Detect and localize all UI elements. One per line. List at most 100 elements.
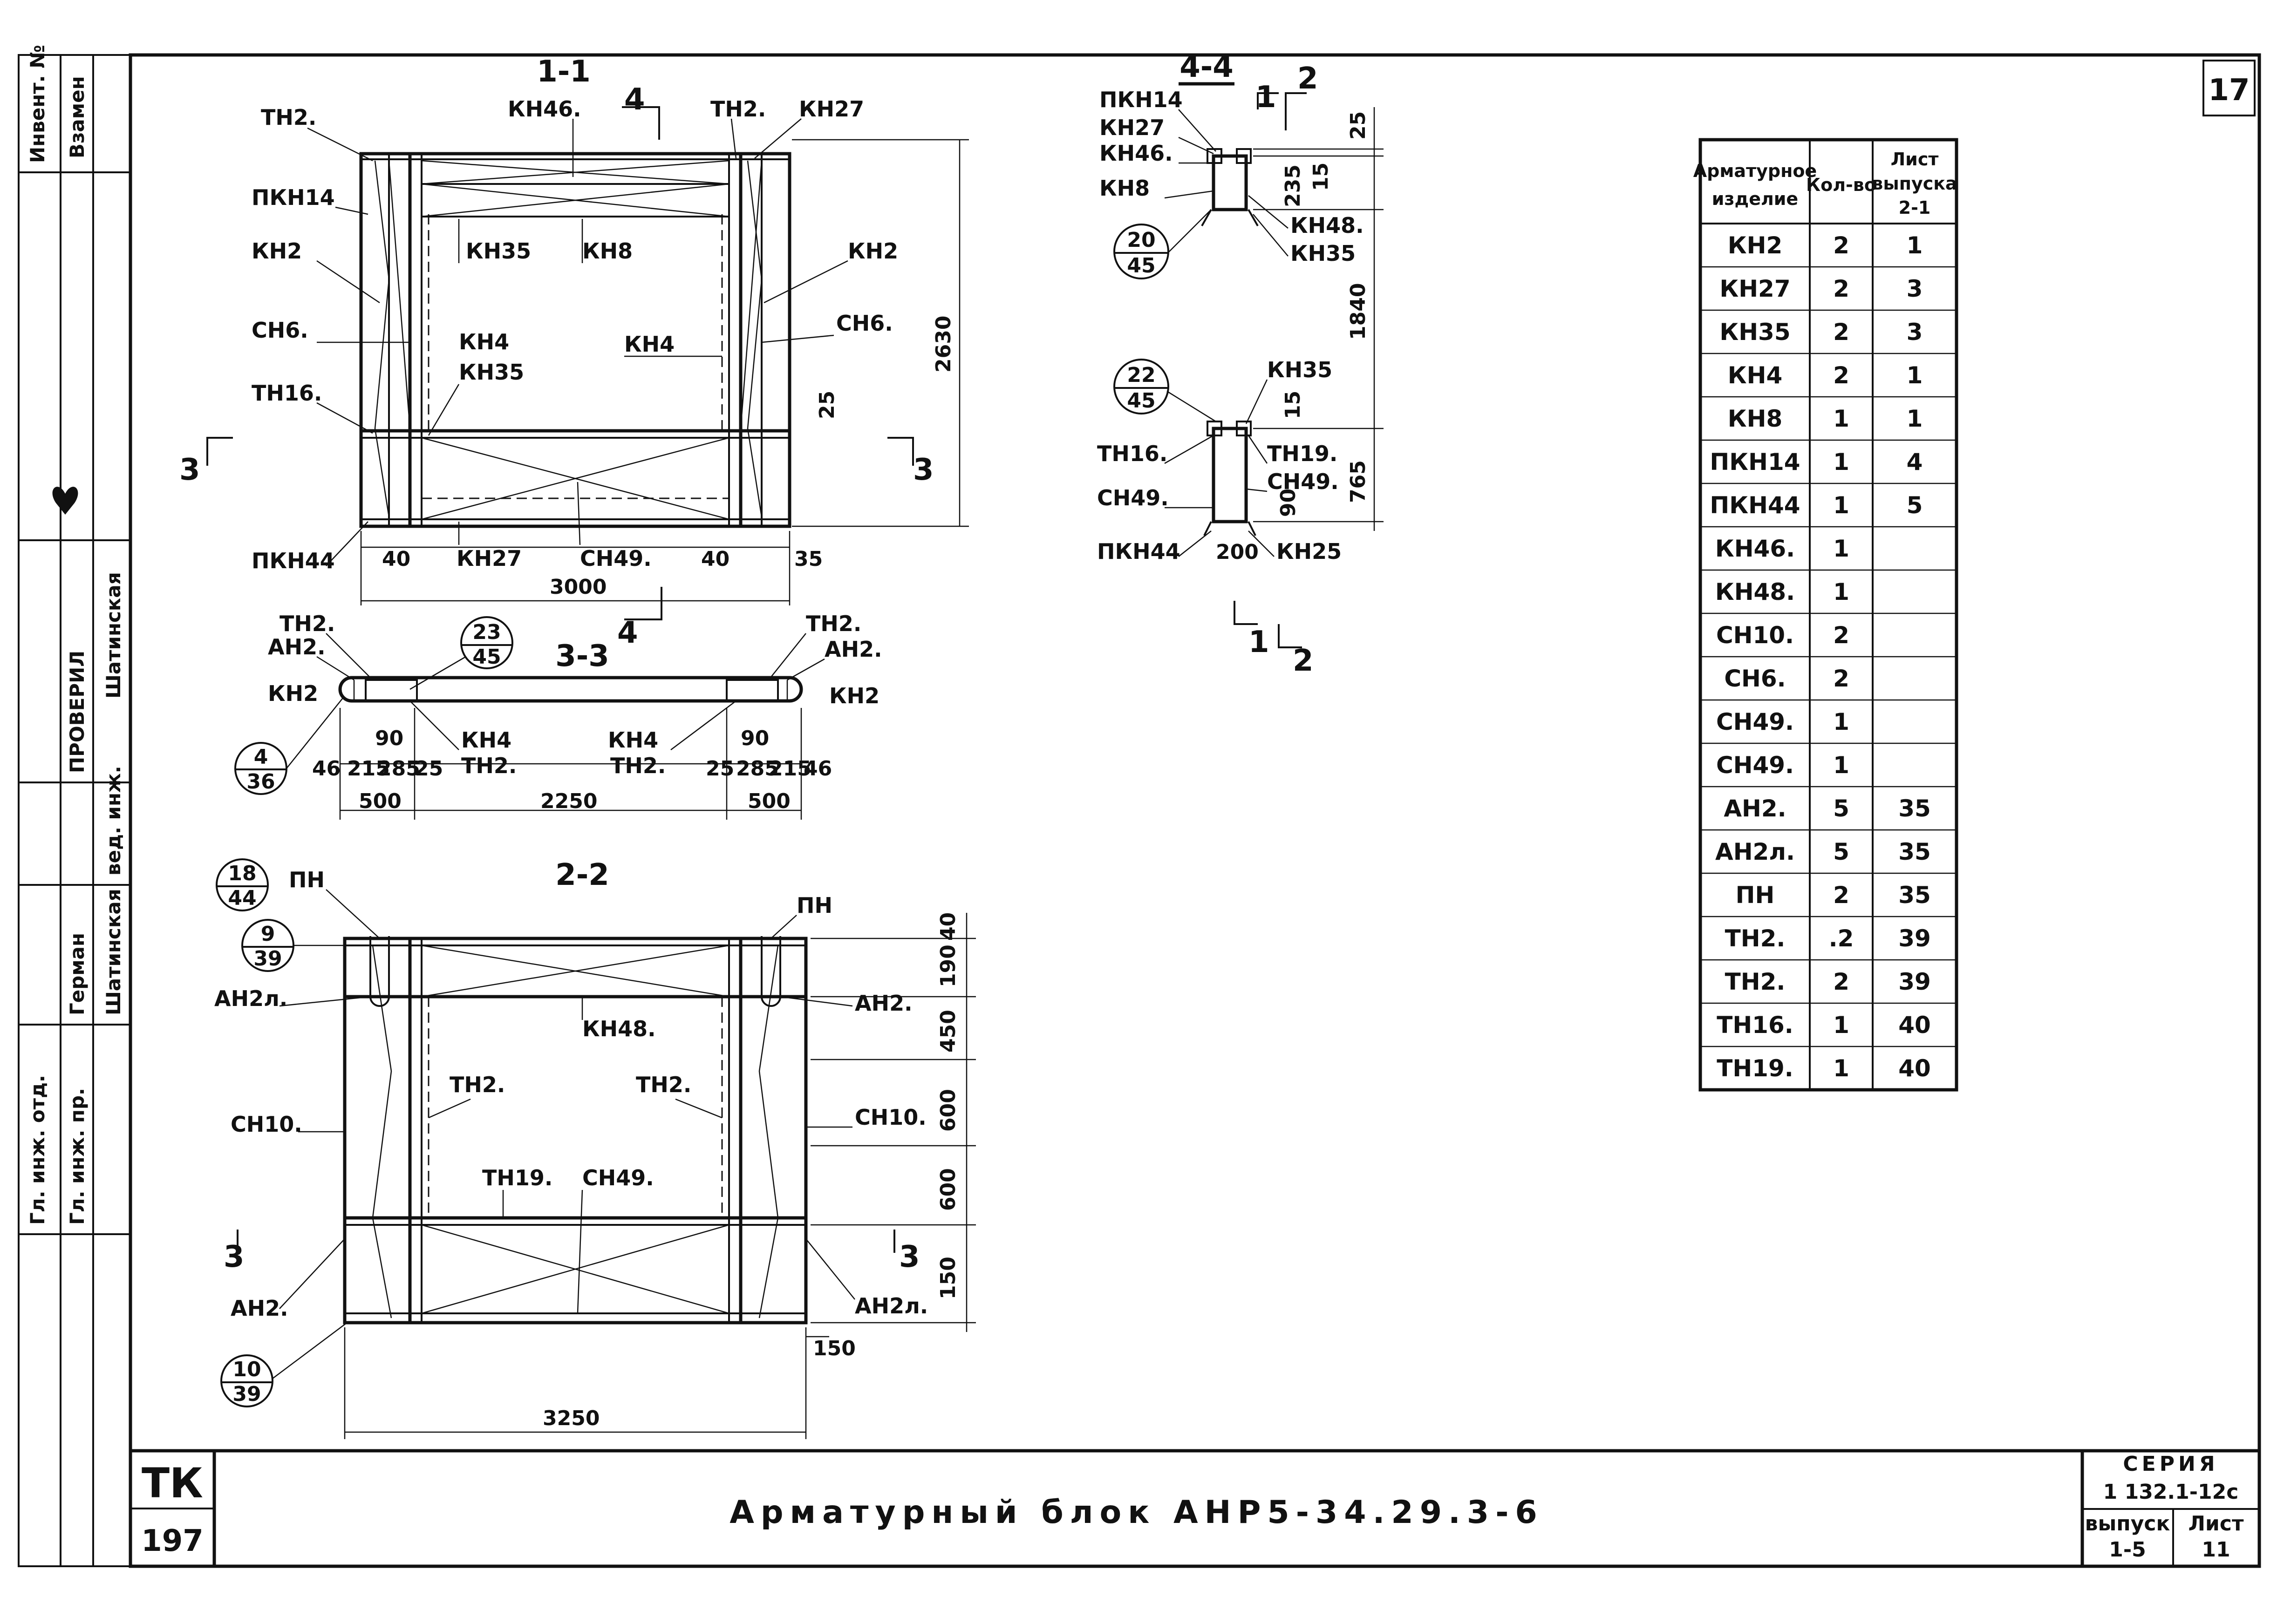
- v44-callout-20: 20: [1127, 228, 1155, 252]
- v44-label-kn46: КН46.: [1099, 141, 1173, 166]
- table-cell: 2: [1833, 968, 1849, 995]
- table-cell: 2: [1833, 882, 1849, 909]
- cut-mark-3-l22: 3: [224, 1240, 245, 1274]
- v44-label-cn49-r: СН49.: [1267, 469, 1339, 494]
- specification-table: АрматурноеизделиеКол-воЛиствыпуска2-1КН2…: [1693, 138, 1958, 1092]
- v33-dim-90-l: 90: [375, 727, 403, 750]
- v11-label-tn16: ТН16.: [252, 381, 322, 406]
- v11-label-kn4-left: КН4: [459, 329, 509, 354]
- view-section-1-1: 1-1 ТН2. КН46. ТН2. КН2: [179, 54, 969, 650]
- table-cell: ПКН44: [1710, 492, 1800, 519]
- cut-mark-3-right: 3: [913, 453, 934, 487]
- table-cell: 35: [1898, 838, 1931, 865]
- table-cell: 5: [1907, 492, 1923, 519]
- table-cell: ТН16.: [1717, 1012, 1793, 1039]
- table-cell: КН46.: [1715, 535, 1795, 562]
- v11-label-kn35-mid: КН35: [459, 360, 524, 385]
- v22-callout-39b: 39: [232, 1382, 261, 1406]
- v44-dim-15b: 15: [1281, 391, 1305, 419]
- v11-label-cn6-right: СН6.: [836, 311, 893, 336]
- v11-dim-2630: 2630: [932, 316, 955, 373]
- table-cell: 2: [1833, 362, 1849, 389]
- table-cell: 1: [1907, 362, 1923, 389]
- strip-vzamen-label: Взамен: [66, 76, 89, 158]
- table-cell: ПН: [1736, 882, 1775, 909]
- v22-dim-600b: 600: [936, 1168, 960, 1211]
- v33-label-tn2-bl: ТН2.: [461, 753, 517, 778]
- v44-label-tn16: ТН16.: [1097, 441, 1167, 466]
- v44-callout-45a: 45: [1127, 254, 1155, 278]
- table-header-item: Арматурное: [1693, 161, 1817, 181]
- bottom-stamp: ТК 197 Арматурный блок АНР5-34.29.3-6 СЕ…: [141, 1452, 2244, 1562]
- v44-dim-15a: 15: [1309, 163, 1333, 191]
- v11-dim-3000: 3000: [550, 575, 607, 599]
- table-cell: 2: [1833, 232, 1849, 259]
- v33-dim-215-l: 215: [347, 757, 390, 781]
- strip-name-german: Герман: [66, 933, 89, 1015]
- table-cell: 2: [1833, 319, 1849, 346]
- table-cell: ТН2.: [1725, 925, 1786, 952]
- v11-label-kn4-right: КН4: [624, 332, 675, 357]
- table-cell: АН2.: [1724, 795, 1786, 822]
- section-4-4-title: 4-4: [1179, 50, 1234, 84]
- v44-label-kn25: КН25: [1276, 539, 1342, 564]
- v11-label-pkn44: ПКН44: [252, 548, 335, 573]
- v33-callout-23: 23: [472, 620, 501, 644]
- drawing-title: Арматурный блок АНР5-34.29.3-6: [730, 1494, 1544, 1531]
- v11-label-tn2-right: ТН2.: [710, 96, 766, 122]
- issue-value: 1-5: [2109, 1538, 2146, 1562]
- v33-dim-285-l: 285: [377, 757, 420, 781]
- v33-label-kn4-r: КН4: [608, 727, 658, 753]
- table-header-qty: Кол-во: [1806, 175, 1876, 195]
- v22-label-an2l-r: АН2л.: [855, 1293, 928, 1318]
- table-cell: 5: [1833, 838, 1849, 865]
- v33-label-tn2-tl: ТН2.: [280, 611, 335, 636]
- view-section-4-4: 4-4 1 2 ПКН14 КН27 КН46. КН8 КН48. КН35 …: [1097, 50, 1384, 678]
- v22-dim-150-v: 150: [936, 1257, 960, 1299]
- table-cell: 2: [1833, 275, 1849, 302]
- v22-label-an2l-l: АН2л.: [214, 986, 287, 1011]
- v44-label-tn19: ТН19.: [1267, 441, 1337, 466]
- v33-label-kn2-l: КН2: [268, 681, 318, 706]
- series-value: 1 132.1-12с: [2103, 1480, 2239, 1504]
- v44-callout-45b: 45: [1127, 389, 1155, 413]
- table-cell: 1: [1907, 232, 1923, 259]
- section-3-3-title: 3-3: [555, 639, 609, 673]
- table-header-sheet-0: Лист: [1891, 149, 1939, 170]
- tk-number: 197: [141, 1524, 204, 1558]
- v22-label-pn-l: ПН: [289, 867, 325, 892]
- v44-label-kn27: КН27: [1099, 115, 1165, 140]
- cut-mark-1-top: 1: [1255, 80, 1276, 115]
- table-header-item-2: изделие: [1712, 189, 1798, 209]
- table-cell: 39: [1898, 968, 1931, 995]
- v33-label-tn2-tr: ТН2.: [806, 611, 861, 636]
- v33-callout-4: 4: [254, 745, 268, 769]
- sheet-value: 11: [2202, 1538, 2230, 1562]
- table-cell: 40: [1898, 1055, 1931, 1082]
- table-cell: КН35: [1719, 319, 1790, 346]
- v33-label-kn2-r: КН2: [829, 683, 880, 708]
- v33-dim-2250: 2250: [540, 789, 597, 813]
- v22-label-cn10-r: СН10.: [855, 1105, 927, 1130]
- table-cell: ТН2.: [1725, 968, 1786, 995]
- v33-dim-25-r: 25: [706, 757, 734, 781]
- v33-dim-285-r: 285: [736, 757, 779, 781]
- v22-dim-3250: 3250: [543, 1407, 600, 1430]
- v22-dim-40: 40: [936, 912, 960, 941]
- v22-label-an2-l: АН2.: [231, 1296, 288, 1321]
- left-stamp-strip: Инвент. № Взамен ПРОВЕРИЛ вед. инж. Шати…: [18, 45, 131, 1567]
- v44-dim-765: 765: [1346, 460, 1370, 503]
- strip-inventory-label: Инвент. №: [26, 45, 49, 163]
- v33-dim-46-l: 46: [312, 757, 341, 781]
- table-cell: 1: [1833, 578, 1849, 605]
- table-cell: 3: [1907, 275, 1923, 302]
- cut-mark-4-bottom: 4: [617, 616, 638, 650]
- v22-callout-10: 10: [232, 1358, 261, 1381]
- cut-mark-1-bottom: 1: [1248, 625, 1269, 659]
- strip-checked-label: ПРОВЕРИЛ: [66, 651, 89, 773]
- v22-label-pn-r: ПН: [797, 893, 832, 918]
- v11-label-kn35-top: КН35: [466, 238, 531, 264]
- v11-dim-40-left: 40: [382, 547, 410, 571]
- v11-label-cn49: СН49.: [580, 546, 652, 571]
